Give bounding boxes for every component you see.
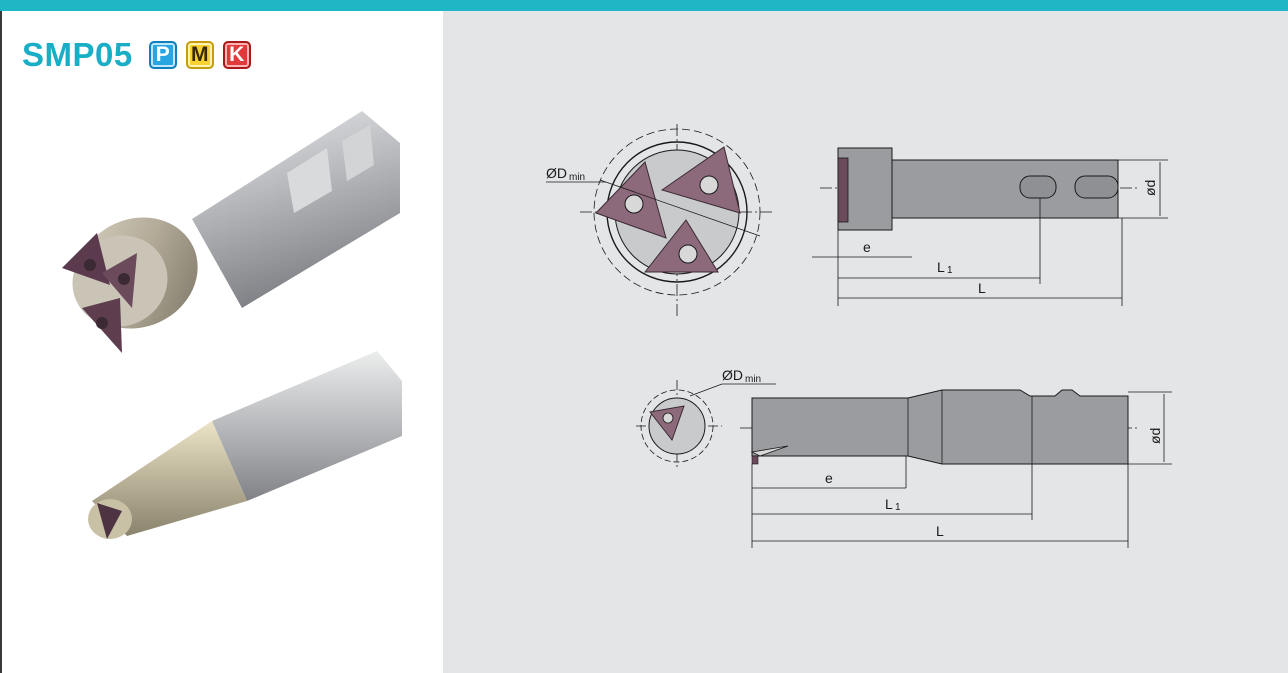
dmin-text-1: ØD [546, 165, 567, 181]
tool-photo-solid [88, 351, 402, 539]
front-dmin-label-2: ØD min [722, 367, 776, 385]
side-labels-solid: e L 1 L ød [825, 428, 1163, 539]
technical-drawing-panel [443, 11, 1288, 673]
tool-photo-indexable [62, 111, 400, 353]
dmin-sub-2: min [745, 374, 761, 385]
d-label-1: ød [1142, 180, 1158, 196]
l-label-2: L [936, 523, 944, 539]
material-badge-p: P [148, 41, 177, 69]
dmin-sub-1: min [569, 172, 585, 183]
front-view-indexable [580, 124, 772, 318]
side-view-solid [740, 389, 1172, 548]
side-labels-indexable: e L 1 L ød [863, 180, 1158, 296]
top-accent-bar [0, 0, 1288, 11]
front-view-solid [636, 380, 723, 470]
dmin-text-2: ØD [722, 367, 743, 383]
l1-label-2: L [885, 496, 893, 512]
l1-sub-1: 1 [947, 265, 953, 276]
l1-sub-2: 1 [895, 502, 901, 513]
product-panel: SMP05 P M K [0, 11, 443, 673]
material-badge-m: M [185, 41, 214, 69]
e-label-2: e [825, 470, 833, 486]
front-dmin-label-1: ØD min [546, 165, 606, 183]
l-label-1: L [978, 280, 986, 296]
product-header: SMP05 P M K [22, 35, 260, 75]
side-view-indexable [812, 147, 1168, 306]
e-label-1: e [863, 239, 871, 255]
l1-label-1: L [937, 259, 945, 275]
product-title: SMP05 [22, 36, 133, 73]
d-label-2: ød [1147, 428, 1163, 444]
material-badge-k: K [222, 41, 251, 69]
